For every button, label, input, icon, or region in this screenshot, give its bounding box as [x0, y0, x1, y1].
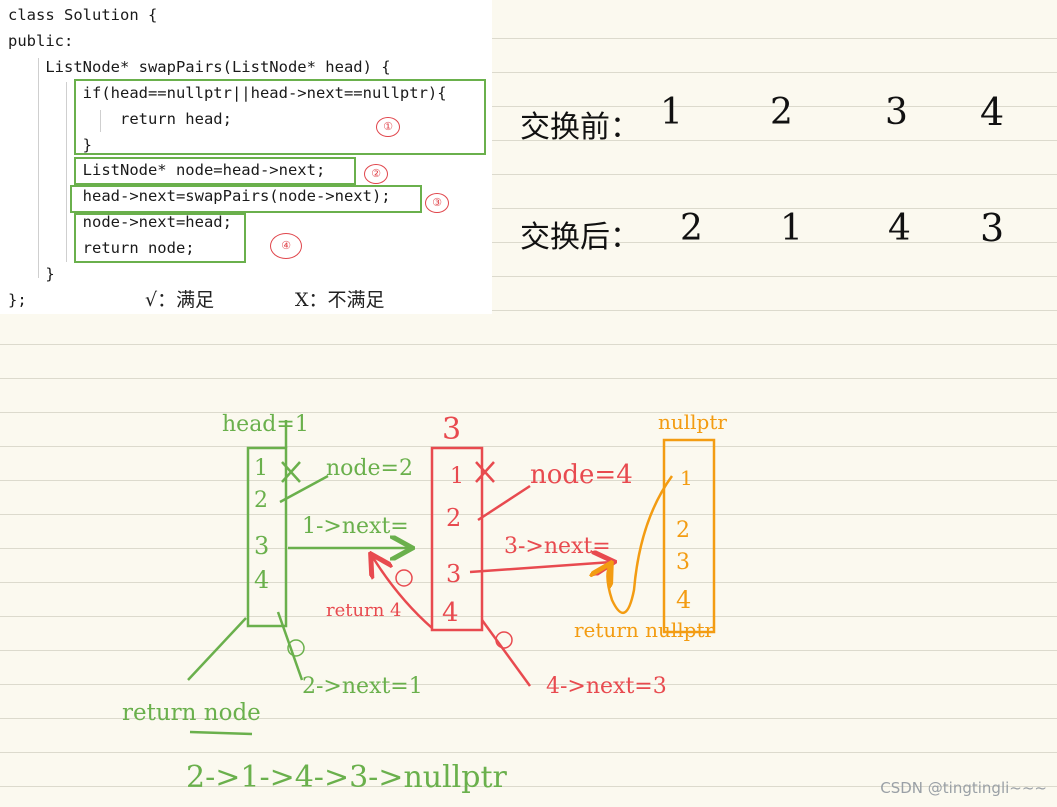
- legend-yes: √：满足: [145, 289, 215, 311]
- orange-return-note: return nullptr: [574, 618, 715, 642]
- after-label: 交换后：: [520, 220, 640, 255]
- indent-guide: [66, 82, 67, 262]
- red-cross-icon: [475, 461, 495, 483]
- red-node-note: node=4: [530, 460, 633, 490]
- recursion-box: [70, 185, 422, 213]
- node-assign-box: [74, 157, 356, 185]
- green-cell: 1: [254, 456, 268, 481]
- green-underline: [189, 730, 253, 736]
- red-cell: 4: [442, 598, 459, 628]
- after-value: 2: [680, 208, 703, 249]
- code-snippet: class Solution { public: ListNode* swapP…: [0, 0, 492, 314]
- red-top-label: 3: [442, 412, 462, 447]
- code-line: }: [8, 265, 55, 283]
- red-node-line: [477, 484, 531, 522]
- red-return-note: return 4: [326, 600, 402, 621]
- green-step-circle: [287, 639, 305, 657]
- orange-cell: 3: [676, 550, 690, 575]
- green-bottom-note: 2->next=1: [302, 674, 423, 699]
- green-node-line: [279, 474, 329, 504]
- code-line: class Solution {: [8, 6, 158, 24]
- before-value: 4: [980, 90, 1005, 134]
- green-cell: 2: [254, 488, 268, 513]
- red-bottom-note: 4->next=3: [546, 674, 667, 699]
- red-step-circle: [495, 631, 513, 649]
- red-next-arrow: [469, 562, 612, 572]
- before-label: 交换前：: [520, 110, 640, 145]
- after-value: 4: [888, 208, 911, 249]
- green-cell: 3: [254, 532, 270, 560]
- green-next-note: 1->next=: [302, 514, 409, 539]
- code-line: head->next=swapPairs(node->next);: [8, 187, 391, 205]
- indent-guide: [38, 58, 39, 278]
- orange-cell: 2: [676, 518, 690, 543]
- base-case-box: [74, 79, 486, 155]
- orange-cell: 1: [680, 466, 693, 490]
- before-value: 1: [660, 92, 683, 133]
- step-marker: ③: [425, 193, 449, 213]
- before-value: 2: [770, 92, 793, 133]
- code-line: node->next=head;: [8, 213, 232, 231]
- green-cross-icon: [281, 461, 301, 483]
- relink-return-box: [74, 213, 246, 263]
- code-line: }: [8, 136, 92, 154]
- green-bottom-line: [276, 611, 304, 681]
- red-next-note: 3->next=: [504, 534, 611, 559]
- red-return-arrow: [372, 556, 433, 629]
- red-cell: 3: [446, 560, 462, 588]
- red-cell: 2: [446, 504, 462, 532]
- code-line: ListNode* node=head->next;: [8, 161, 326, 179]
- red-cell: 1: [450, 464, 464, 489]
- after-value: 3: [980, 206, 1005, 250]
- code-line: return node;: [8, 239, 195, 257]
- before-value: 3: [885, 92, 908, 133]
- green-node-note: node=2: [326, 456, 413, 481]
- green-cell: 4: [254, 566, 270, 594]
- result-chain: 2->1->4->3->nullptr: [186, 760, 507, 795]
- code-line: };: [8, 291, 27, 309]
- watermark: CSDN @tingtingli~~~: [880, 779, 1047, 797]
- orange-frame-box: [662, 438, 716, 634]
- step-marker: ②: [364, 164, 388, 184]
- red-step-circle: [395, 569, 413, 587]
- code-line: public:: [8, 32, 74, 50]
- step-marker: ④: [270, 233, 302, 259]
- code-line: return head;: [8, 110, 232, 128]
- legend-no: X：不满足: [295, 289, 385, 311]
- code-line: ListNode* swapPairs(ListNode* head) {: [8, 58, 391, 76]
- orange-return-arrow: [607, 475, 674, 614]
- step-marker: ①: [376, 117, 400, 137]
- orange-cell: 4: [676, 586, 692, 614]
- code-line: if(head==nullptr||head->next==nullptr){: [8, 84, 447, 102]
- indent-guide: [100, 110, 101, 132]
- green-head-label: head=1: [222, 412, 309, 437]
- after-value: 1: [780, 208, 803, 249]
- orange-top-label: nullptr: [658, 410, 727, 434]
- red-bottom-line: [480, 619, 532, 687]
- red-frame-box: [430, 446, 484, 632]
- green-frame-box: [246, 446, 288, 628]
- green-return-note: return node: [122, 700, 261, 726]
- green-return-line: [187, 617, 247, 681]
